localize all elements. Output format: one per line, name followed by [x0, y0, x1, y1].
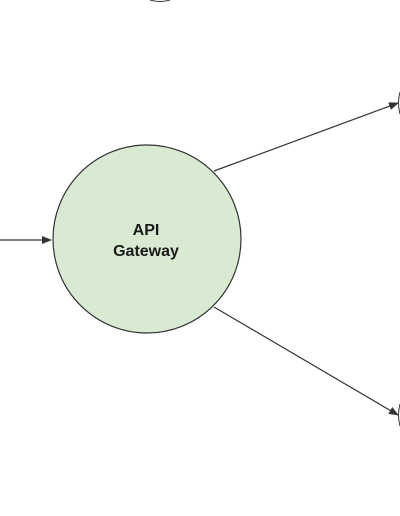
api-gateway-circle	[52, 144, 242, 334]
api-gateway-label-line2: Gateway	[113, 243, 179, 260]
outgoing-arrow-upper	[213, 102, 399, 172]
api-gateway-node[interactable]: API Gateway	[52, 144, 242, 334]
api-gateway-label-line1: API	[133, 222, 160, 239]
outgoing-arrow-lower	[213, 306, 399, 416]
offscreen-node-top-edge	[149, 0, 171, 2]
